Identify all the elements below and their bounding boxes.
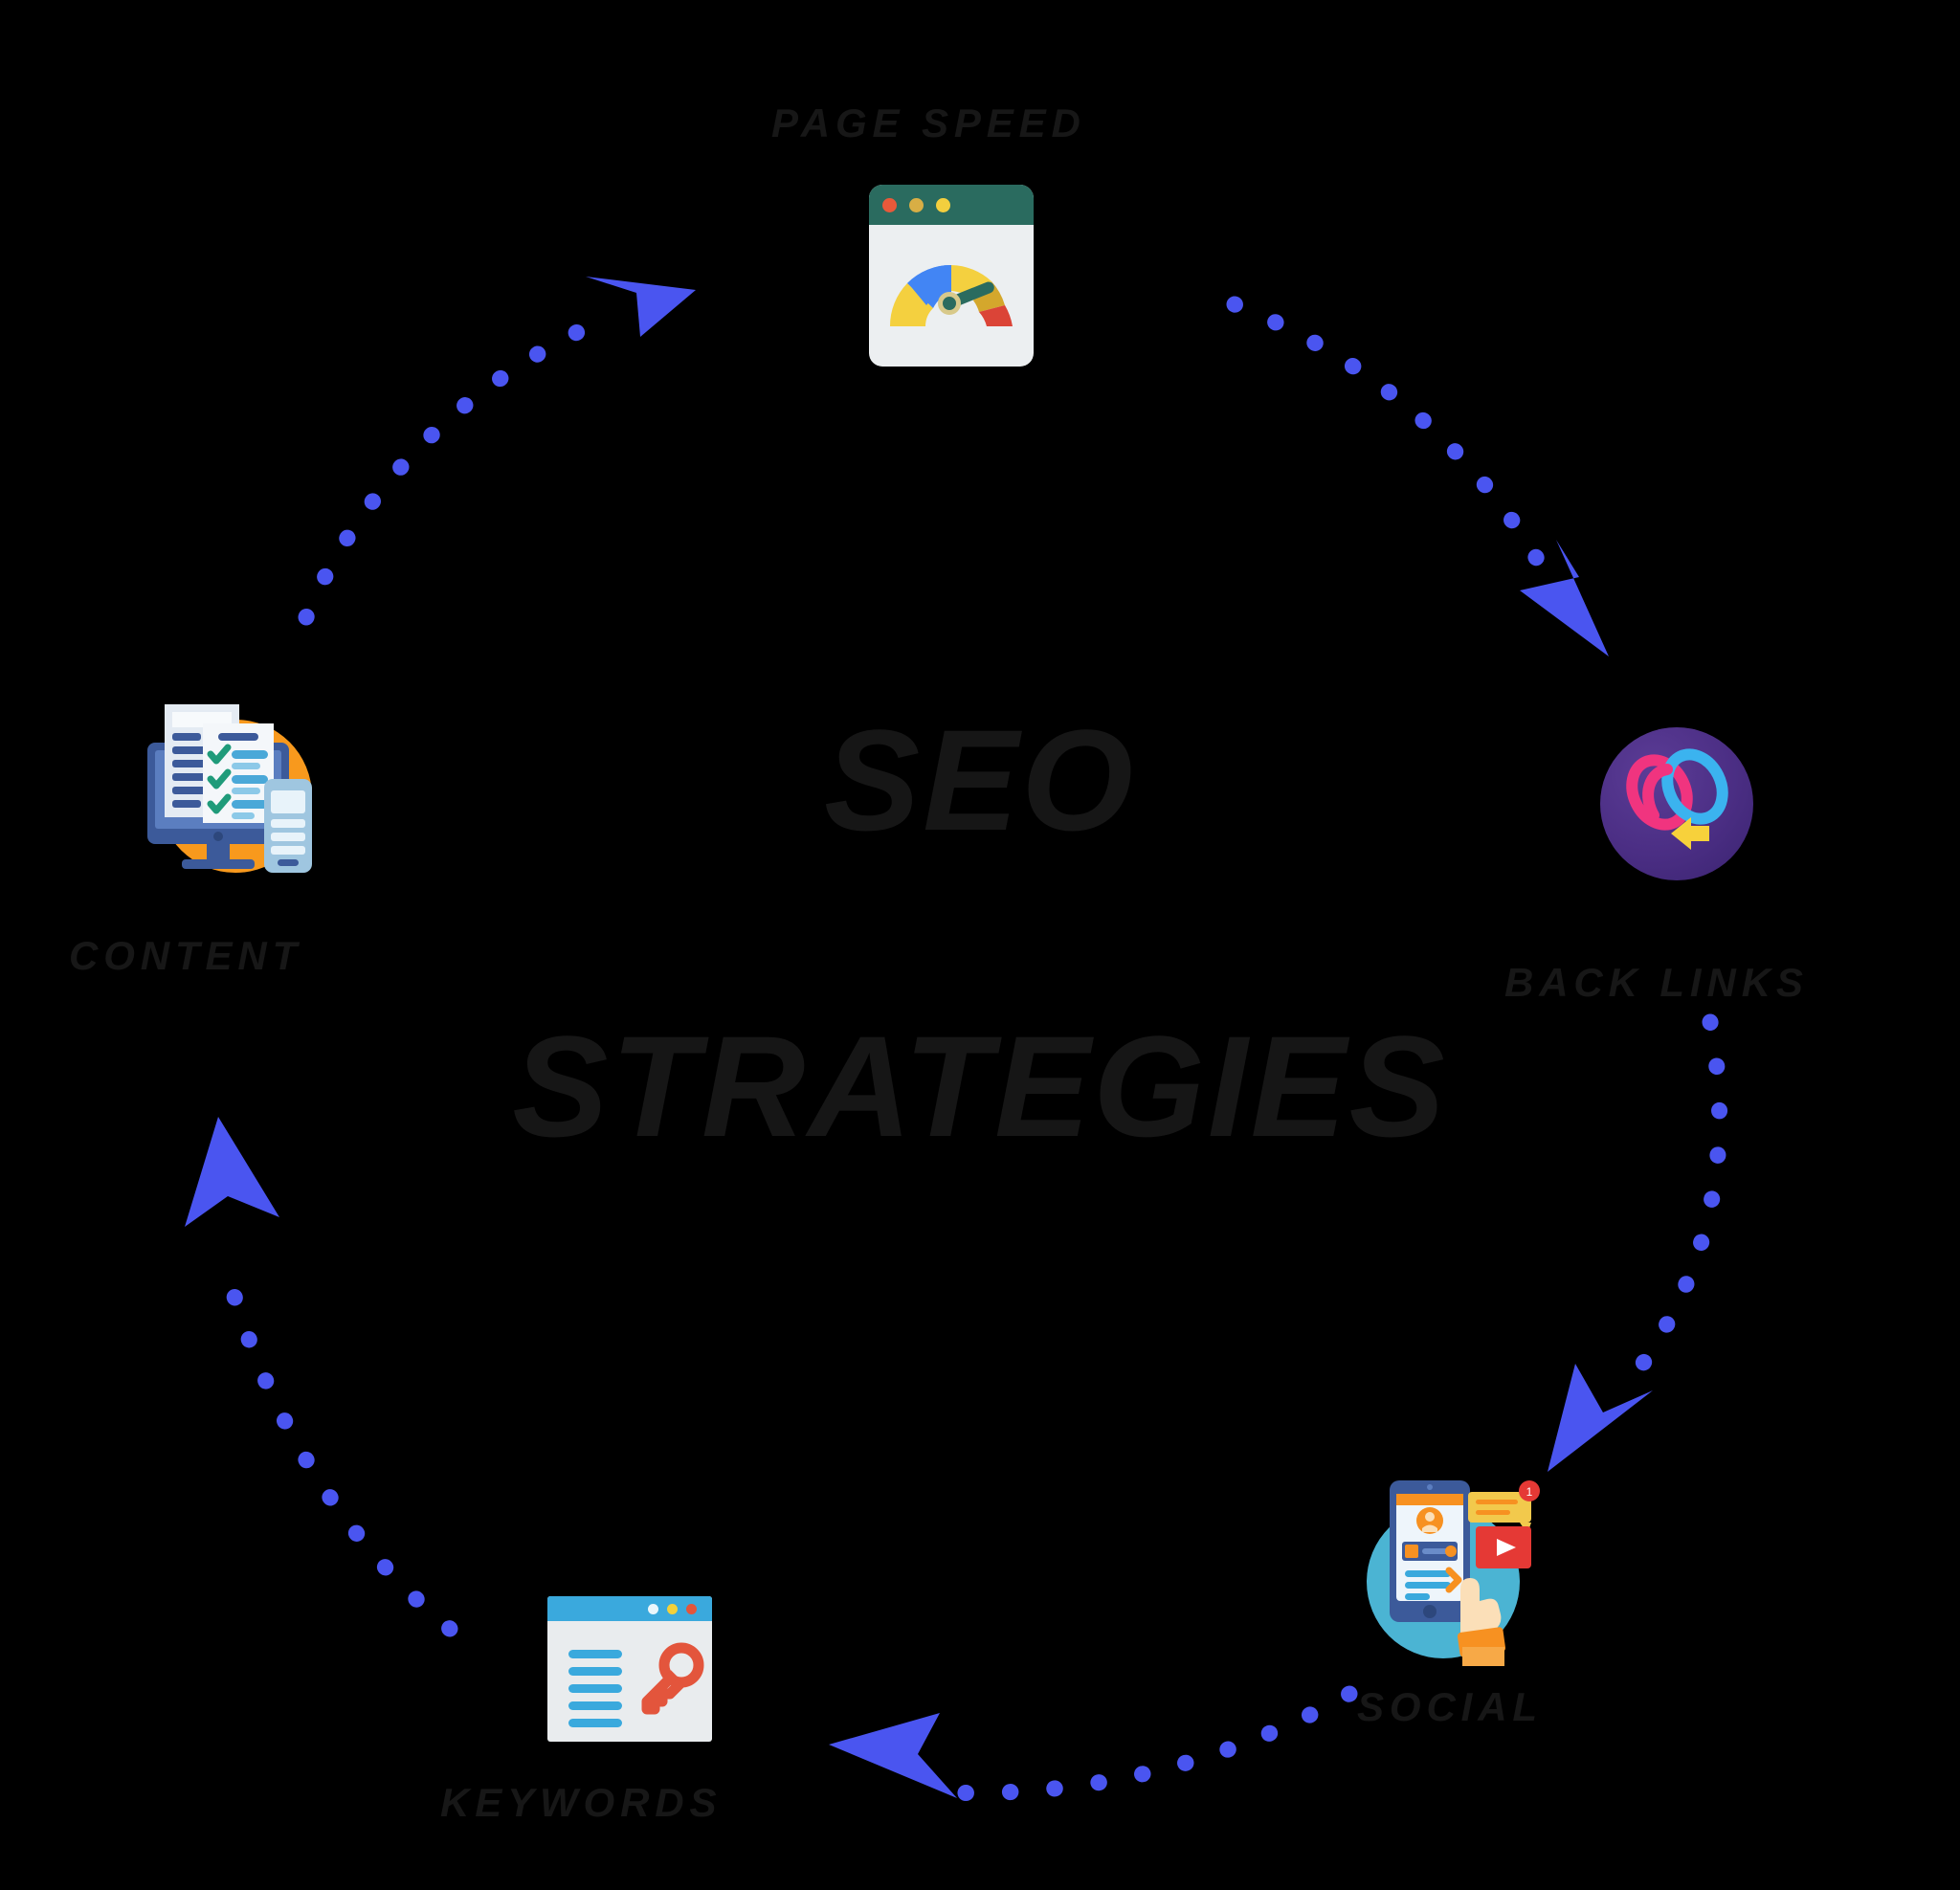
chain-links-icon	[1600, 727, 1753, 880]
check-icon	[207, 744, 232, 765]
dotted-arc-path	[1618, 1013, 1728, 1394]
chain-links-glyph	[1626, 748, 1728, 850]
text-line	[568, 1719, 622, 1727]
speed-gauge-browser-icon	[869, 185, 1034, 367]
mobile-social-engagement-icon: 1	[1357, 1479, 1548, 1670]
browser-titlebar	[547, 1596, 712, 1621]
monitor-document-checklist-icon	[134, 691, 325, 882]
window-dot-yellow	[667, 1604, 678, 1614]
browser-window	[547, 1596, 712, 1742]
connector-page-speed-to-back-links	[1226, 296, 1609, 656]
window-dot-amber	[909, 198, 924, 212]
arrowhead-swept	[829, 1713, 957, 1798]
browser-key-icon	[547, 1596, 712, 1742]
center-title-line2: STRATEGIES	[512, 1006, 1448, 1167]
window-dot-red	[882, 198, 897, 212]
dotted-arc-path	[1226, 296, 1553, 581]
notification-badge-count: 1	[1526, 1485, 1533, 1499]
gauge-hub	[938, 292, 961, 315]
gauge-arc	[889, 264, 1013, 326]
arrowhead-swept	[185, 1117, 279, 1227]
connector-content-to-page-speed	[298, 277, 696, 626]
connector-back-links-to-social	[1548, 1013, 1728, 1472]
node-label-back-links: BACK LINKS	[1504, 960, 1809, 1005]
node-label-page-speed: PAGE SPEED	[771, 100, 1086, 145]
arrowhead-swept	[1548, 1364, 1653, 1472]
node-label-content: CONTENT	[69, 933, 303, 978]
notification-badge	[1519, 1480, 1540, 1501]
text-line	[568, 1650, 622, 1658]
arrowhead-swept	[586, 277, 696, 337]
text-line	[568, 1701, 622, 1710]
browser-window	[869, 185, 1034, 367]
window-dot-white	[648, 1604, 658, 1614]
social-glyph: 1	[1390, 1480, 1540, 1666]
dotted-arc-path	[934, 1685, 1358, 1802]
node-label-keywords: KEYWORDS	[440, 1780, 723, 1825]
text-line	[568, 1684, 622, 1693]
window-dot-yellow	[936, 198, 950, 212]
check-icon	[207, 768, 232, 789]
dotted-arc-path	[298, 307, 621, 626]
window-dot-red	[686, 1604, 697, 1614]
connector-keywords-to-content	[185, 1117, 458, 1637]
text-line	[568, 1667, 622, 1676]
yellow-left-arrow-icon	[1671, 817, 1709, 850]
play-icon	[1497, 1539, 1516, 1556]
dotted-arc-path	[223, 1279, 458, 1637]
node-label-social: SOCIAL	[1357, 1684, 1543, 1729]
content-glyph	[147, 704, 312, 873]
check-icon	[207, 793, 232, 814]
center-title-line1: SEO	[824, 700, 1136, 860]
connector-social-to-keywords	[829, 1685, 1358, 1802]
arrowhead-swept	[1520, 540, 1609, 656]
key-glyph	[641, 1642, 704, 1715]
